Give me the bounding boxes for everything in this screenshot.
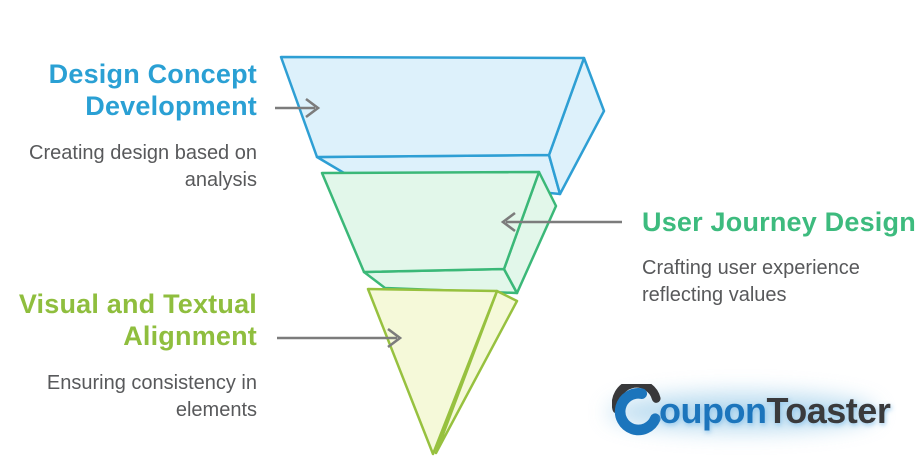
logo-text-toaster: Toaster bbox=[766, 390, 891, 431]
tier-3-front-face bbox=[366, 287, 499, 456]
tier-1-front-face bbox=[279, 55, 586, 159]
connector-arrows bbox=[275, 97, 622, 349]
funnel-tier-2 bbox=[320, 170, 558, 295]
tier-2-front-face bbox=[320, 170, 541, 274]
logo-wordmark: ouponToaster bbox=[659, 390, 891, 431]
arrow-left-icon bbox=[500, 211, 622, 233]
stage-2-title: User Journey Design bbox=[642, 207, 916, 237]
stage-1-title: Design Concept Development bbox=[48, 59, 257, 121]
stage-3-title: Visual and Textual Alignment bbox=[18, 289, 257, 351]
arrow-right-icon bbox=[277, 327, 403, 349]
stage-2-description: Crafting user experience reflecting valu… bbox=[642, 257, 860, 306]
arrow-right-icon bbox=[275, 97, 321, 119]
brand-logo: ouponToaster bbox=[608, 379, 892, 443]
logo-text-coupon: oupon bbox=[659, 390, 767, 431]
funnel-tier-3 bbox=[366, 287, 519, 456]
stage-3-description: Ensuring consistency in elements bbox=[46, 372, 257, 421]
c-swoosh-icon bbox=[612, 384, 661, 436]
stage-1-description: Creating design based on analysis bbox=[29, 142, 257, 191]
